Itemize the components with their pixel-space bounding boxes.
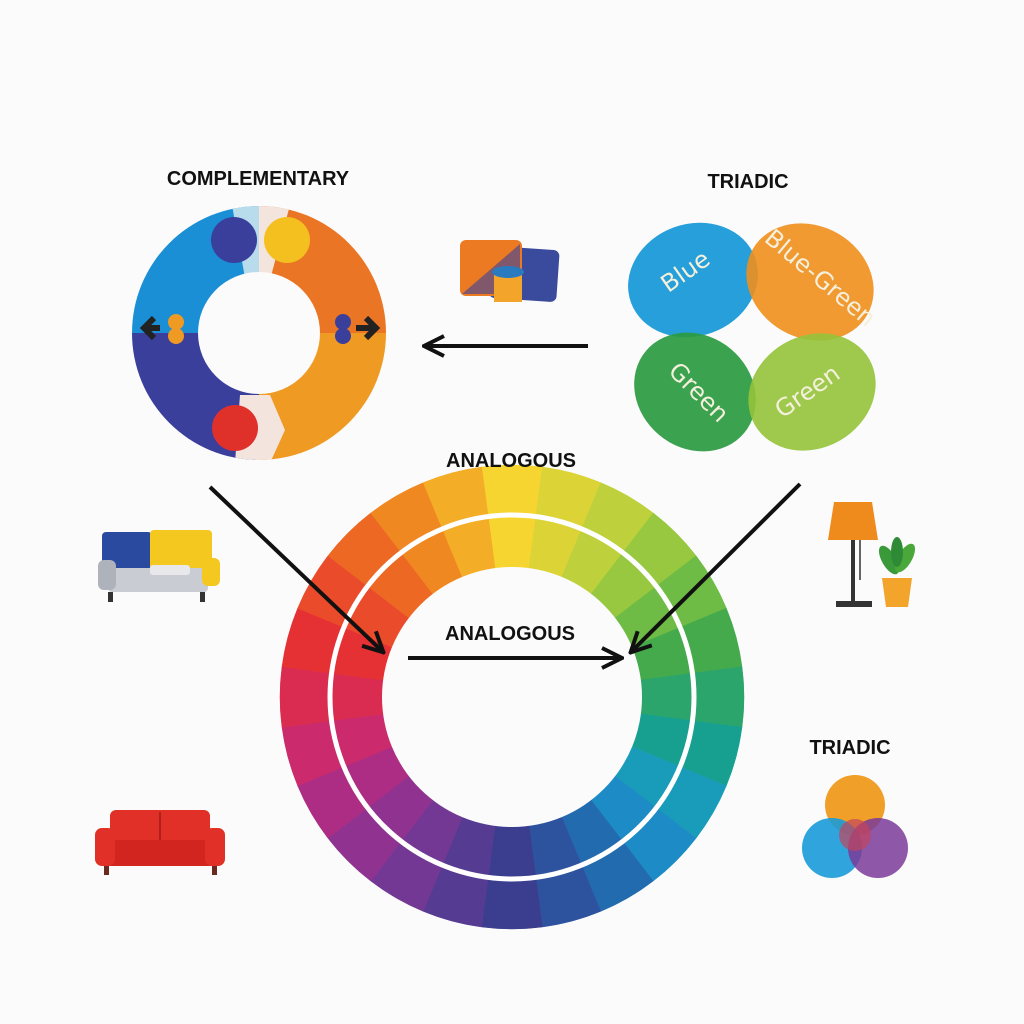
- arrow-complementary-to-analogous: [208, 485, 382, 651]
- triadic-label: TRIADIC: [707, 171, 788, 193]
- yellow-dot: [264, 217, 310, 263]
- analogous-label: ANALOGOUS: [446, 450, 576, 472]
- red-dot: [212, 405, 258, 451]
- sofa-icon: [98, 530, 220, 602]
- triadic-circles-icon: [802, 775, 908, 878]
- arrow-triadic-to-analogous: [632, 482, 802, 651]
- plant-icon: [878, 537, 916, 607]
- triadic-small-label: TRIADIC: [809, 737, 890, 759]
- pillows-icon: [460, 240, 560, 302]
- right-arrow-icon: [335, 314, 381, 344]
- wheel-center: [382, 567, 642, 827]
- lamp-icon: [828, 502, 878, 607]
- complementary-label: COMPLEMENTARY: [167, 168, 350, 190]
- triadic-petals: Blue Blue-Green Green Green: [628, 222, 881, 452]
- red-sofa-icon: [95, 810, 225, 875]
- analogous-inner-label: ANALOGOUS: [445, 623, 575, 645]
- left-arrow-icon: [139, 314, 184, 344]
- analogous-wheel: [279, 464, 745, 930]
- complementary-wheel: [132, 206, 386, 460]
- wheel-inner-ring: [327, 512, 697, 882]
- blue-dot: [211, 217, 257, 263]
